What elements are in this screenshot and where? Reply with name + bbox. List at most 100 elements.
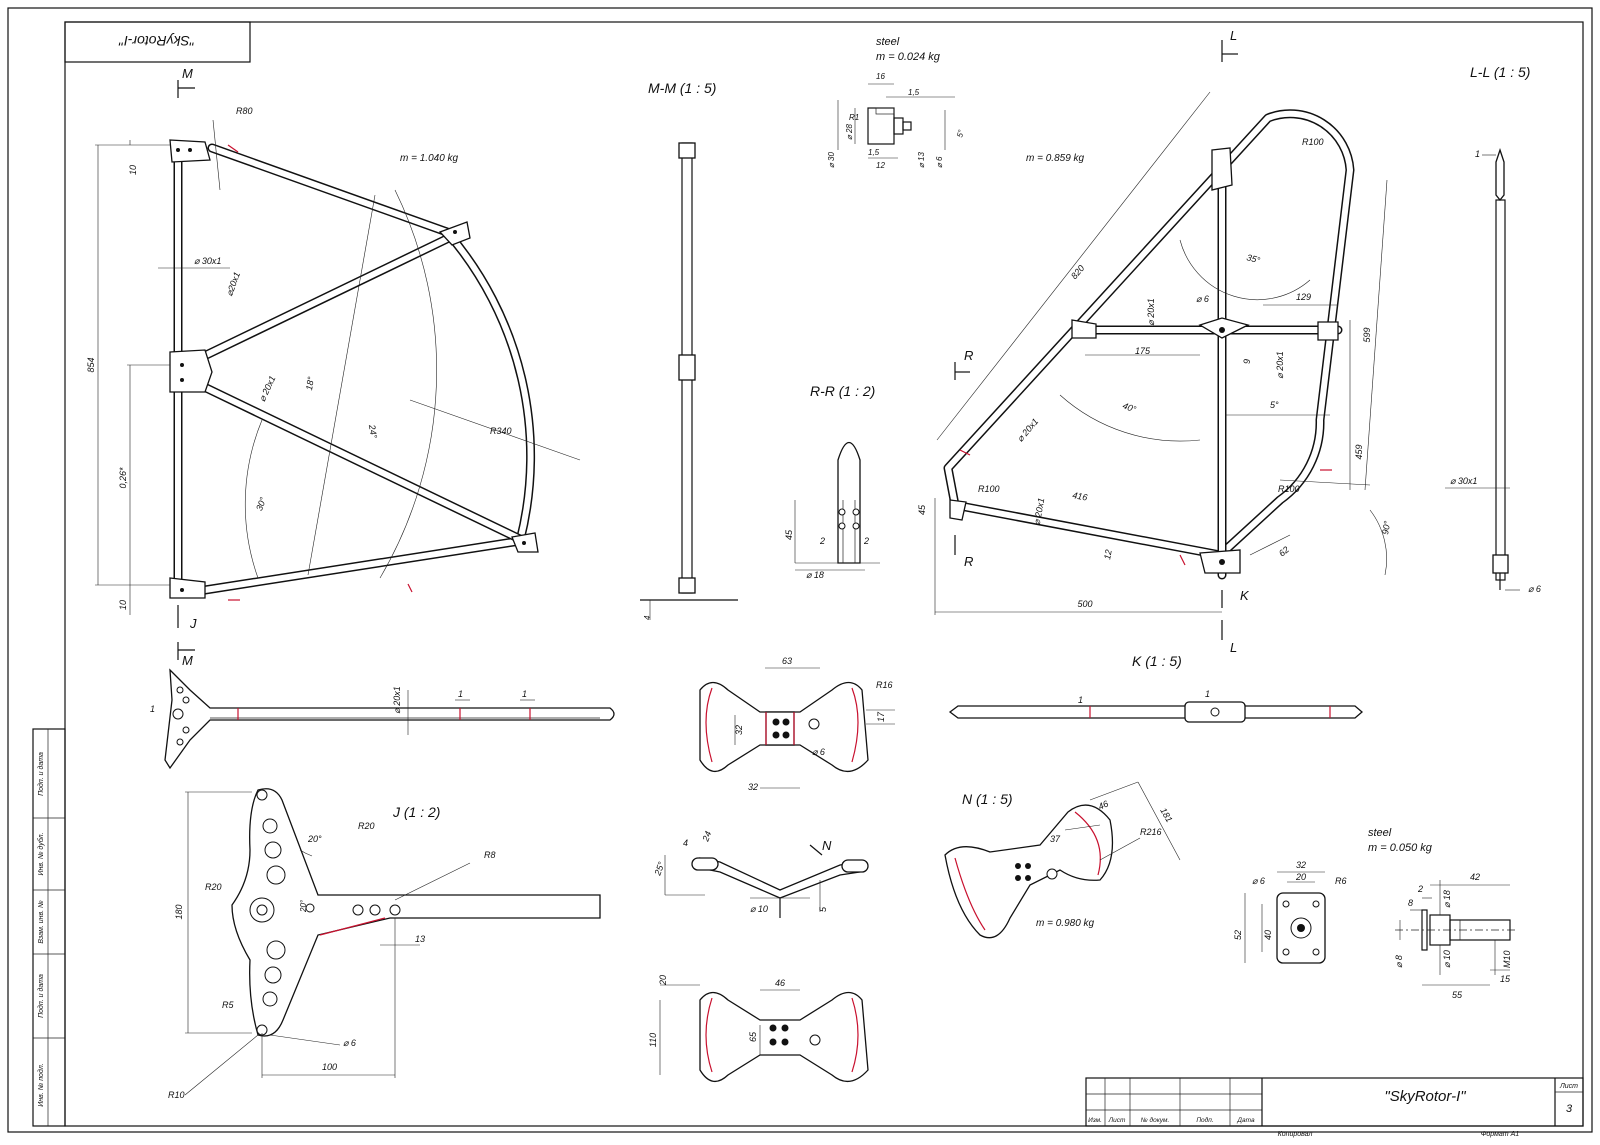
marker-m-bottom: M	[182, 653, 193, 668]
mass-hub-bottom: m = 0.050 kg	[1368, 842, 1433, 854]
section-k-label: K (1 : 5)	[1132, 653, 1182, 669]
dim-5deg-f: 5°	[1270, 400, 1279, 410]
dim-500: 500	[1077, 599, 1092, 609]
dim-q-8: 8	[1408, 898, 1413, 908]
dim-r100c: R100	[978, 484, 1000, 494]
dim-r-2b: 2	[863, 536, 869, 546]
outer-frame	[7, 7, 1593, 1133]
mass-assembly-n: m = 0.980 kg	[1036, 918, 1095, 929]
format-label: Формат А1	[1481, 1131, 1519, 1138]
dim-j-100: 100	[322, 1062, 337, 1072]
dim-j-r20a: R20	[205, 882, 222, 892]
bowtie-bottom-view: 46 20 110 65	[648, 975, 869, 1082]
section-m-m-view: M-M (1 : 5) 4	[640, 80, 738, 620]
dim-820: 820	[1069, 263, 1086, 281]
section-n-label: N (1 : 5)	[962, 791, 1013, 807]
dim-b-110: 110	[648, 1033, 658, 1047]
dim-10b: 10	[118, 600, 128, 610]
dim-459: 459	[1354, 444, 1364, 459]
dim-s-4: 4	[683, 838, 688, 848]
dim-j-20deg: 20°	[307, 834, 322, 844]
dim-n-46: 46	[1097, 799, 1110, 812]
dim-q-15: 15	[1500, 974, 1511, 984]
dim-hub-6: ⌀ 6	[935, 156, 944, 168]
dim-n-181: 181	[1158, 806, 1174, 824]
dim-r100a: R100	[1302, 137, 1324, 147]
square-plate-view: 32 20 ⌀ 6 R6 52 40	[1233, 860, 1347, 964]
copied-label: Копировал	[1278, 1131, 1313, 1138]
dim-hub-30: ⌀ 30	[827, 152, 836, 168]
dim-30x1: ⌀ 30x1	[194, 256, 221, 266]
dim-p-40: 40	[1263, 930, 1273, 940]
dim-q-10: ⌀ 10	[1442, 950, 1452, 968]
dim-b-20: 20	[658, 975, 668, 986]
dim-l-30x1: ⌀ 30x1	[1450, 476, 1477, 486]
dim-hub-12: 12	[876, 161, 885, 170]
side-col-1: Инв. № подл.	[37, 1063, 45, 1106]
dim-40deg: 40°	[1121, 400, 1138, 414]
marker-r-top: R	[964, 348, 973, 363]
marker-m-top: M	[182, 66, 193, 81]
dim-w-32b: 32	[748, 782, 758, 792]
stamp-box	[64, 21, 251, 63]
dim-p-20: 20	[1295, 872, 1306, 882]
marker-l-top: L	[1230, 28, 1237, 43]
dim-l1: 1	[1475, 149, 1480, 159]
title-block: Изм. Лист № докум. Подп. Дата "SkyRotor-…	[1085, 1077, 1584, 1138]
dim-j-20x1: ⌀ 20x1	[392, 686, 402, 713]
dim-j-13: 13	[415, 934, 425, 944]
dim-s-5: 5	[818, 906, 828, 912]
dim-w-63: 63	[782, 656, 792, 666]
marker-k: K	[1240, 588, 1250, 603]
main-frame-view: 10 854 10 0,26* R80 ⌀ 30x1 ⌀20x1 ⌀ 20x1 …	[86, 106, 581, 615]
dim-r80: R80	[236, 106, 253, 116]
mass-hub-top: m = 0.024 kg	[876, 51, 941, 63]
dim-35deg: 35°	[1245, 252, 1261, 265]
dim-j-1c: 1	[522, 689, 527, 699]
dim-20x1c-f: ⌀ 20x1	[1015, 416, 1040, 443]
bowtie-side-view: 4 24 25° ⌀ 10 5 N	[652, 830, 869, 918]
section-m-m-label: M-M (1 : 5)	[648, 80, 716, 96]
dim-j-180: 180	[174, 904, 184, 919]
dim-20x1a: ⌀20x1	[224, 271, 242, 298]
dim-p-r6: R6	[1335, 876, 1347, 886]
dim-w-6: ⌀ 6	[812, 747, 825, 757]
dim-r-45: 45	[784, 529, 794, 540]
dim-hub-5deg: 5°	[955, 128, 966, 138]
section-j-label: J (1 : 2)	[392, 804, 440, 820]
dim-k-1a: 1	[1078, 695, 1083, 705]
drawing-title: "SkyRotor-I"	[1384, 1088, 1466, 1105]
side-col-4: Инв. № дубл.	[37, 832, 45, 875]
side-col-2: Подп. и дата	[37, 974, 45, 1018]
dim-20x1d-f: ⌀ 20x1	[1032, 497, 1047, 526]
title-col-5: Дата	[1236, 1117, 1255, 1124]
section-markers-left: M J M	[177, 66, 197, 668]
second-frame-view: 820 R100 35° ⌀ 6 ⌀ 20x1 129 599 175 9 ⌀ …	[917, 91, 1392, 615]
dim-j-6: ⌀ 6	[343, 1038, 356, 1048]
dim-s-24: 24	[700, 830, 713, 844]
section-r-r-view: R-R (1 : 2) 45 2 2 ⌀ 18	[784, 383, 880, 580]
dim-129: 129	[1296, 292, 1311, 302]
dim-hub-28: ⌀ 28	[845, 124, 854, 140]
side-col-3: Взам. инв. №	[38, 900, 45, 944]
side-columns: Инв. № подл. Подп. и дата Взам. инв. № И…	[32, 728, 66, 1127]
hub-bottom-view: steel m = 0.050 kg 42 2 8 ⌀ 18 ⌀ 8 ⌀ 10 …	[1368, 827, 1515, 1000]
dim-12-f: 12	[1102, 549, 1114, 561]
dim-10a: 10	[128, 165, 138, 175]
dim-q-m10: M10	[1502, 950, 1512, 968]
dim-r340: R340	[490, 426, 512, 436]
dim-n-r216: R216	[1140, 827, 1162, 837]
dim-q-18: ⌀ 18	[1442, 890, 1452, 908]
dim-f6: ⌀ 6	[1196, 294, 1209, 304]
dim-hub-15b: 1,5	[868, 148, 880, 157]
dim-hub-r1: R1	[849, 113, 859, 122]
j-side-strip: 1 ⌀ 20x1 1 1	[150, 668, 615, 770]
dim-b-65: 65	[748, 1031, 758, 1042]
dim-30deg: 30°	[254, 495, 268, 512]
dim-20x1b: ⌀ 20x1	[257, 374, 278, 403]
hub-top-view: steel m = 0.024 kg 16 1,5 R1 ⌀ 28 ⌀ 30 1…	[827, 36, 966, 170]
dim-w-r16: R16	[876, 680, 893, 690]
section-k-view: K (1 : 5) 1 1	[948, 653, 1363, 723]
dim-q-2: 2	[1417, 884, 1423, 894]
